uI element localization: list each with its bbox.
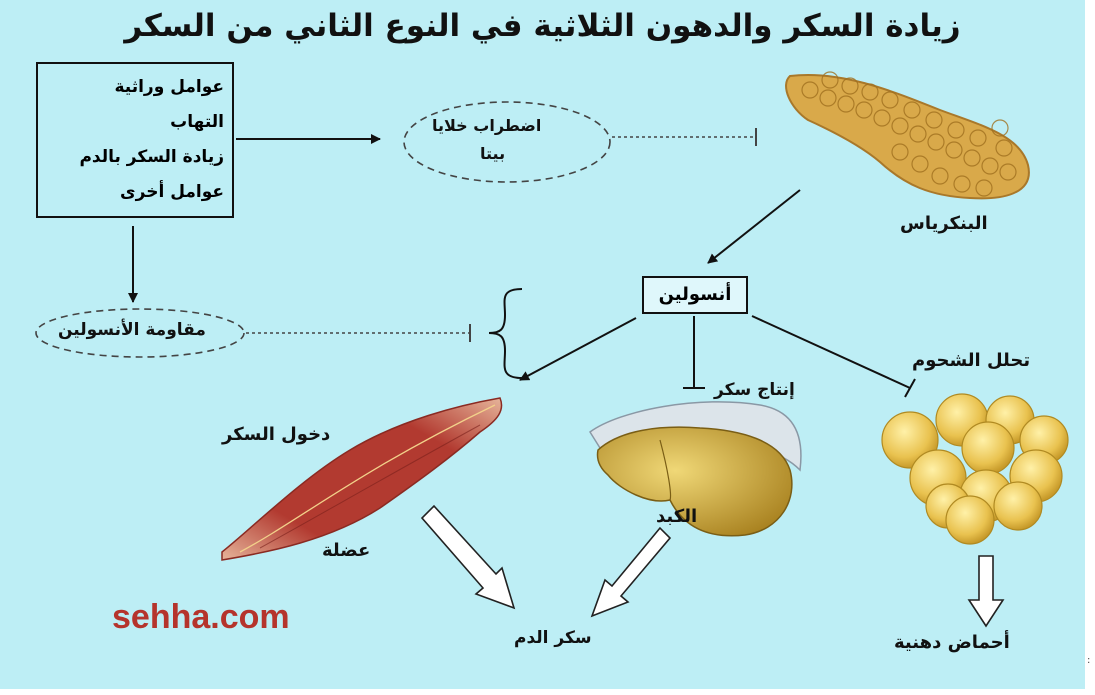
blood-sugar-label: سكر الدم — [514, 628, 592, 648]
beta-dysfunction-ellipse — [404, 102, 610, 182]
fat-cells-image — [882, 394, 1068, 544]
arrow-pancreas-to-insulin — [708, 190, 800, 263]
pancreas-image — [786, 72, 1029, 198]
factor-genetic: عوامل وراثية — [46, 70, 224, 105]
liver-label: الكبد — [656, 506, 697, 527]
factor-inflammation: التهاب — [46, 105, 224, 140]
corner-mark: : — [1087, 655, 1090, 666]
page-title: زيادة السكر والدهون الثلاثية في النوع ال… — [0, 8, 1085, 44]
inhibit-insulin-to-fat — [752, 316, 910, 388]
factor-high-blood-sugar: زيادة السكر بالدم — [46, 140, 224, 175]
insulin-resistance-label: مقاومة الأنسولين — [58, 320, 206, 340]
insulin-box: أنسولين — [642, 276, 748, 314]
watermark: sehha.com — [112, 598, 290, 637]
pancreas-label: البنكرياس — [900, 213, 988, 234]
sugar-production-label: إنتاج سكر — [714, 380, 795, 400]
arrow-insulin-to-muscle — [520, 318, 636, 380]
beta-dysfunction-label-line2: بيتا — [480, 144, 505, 163]
inhibit-insulin-to-fat-bar — [905, 379, 915, 397]
fatty-acids-label: أحماض دهنية — [894, 632, 1010, 653]
beta-dysfunction-label-line1: اضطراب خلايا — [432, 116, 541, 135]
hollow-arrow-liver-to-blood — [592, 528, 670, 616]
hollow-arrow-fat-to-acids — [969, 556, 1003, 626]
lipolysis-label: تحلل الشحوم — [912, 350, 1030, 371]
factor-other: عوامل أخرى — [46, 175, 224, 210]
risk-factors-box: عوامل وراثية التهاب زيادة السكر بالدم عو… — [36, 62, 234, 218]
sugar-entry-label: دخول السكر — [222, 424, 330, 445]
curly-brace — [489, 289, 522, 378]
muscle-label: عضلة — [322, 540, 370, 561]
hollow-arrow-muscle-to-blood — [422, 506, 514, 608]
